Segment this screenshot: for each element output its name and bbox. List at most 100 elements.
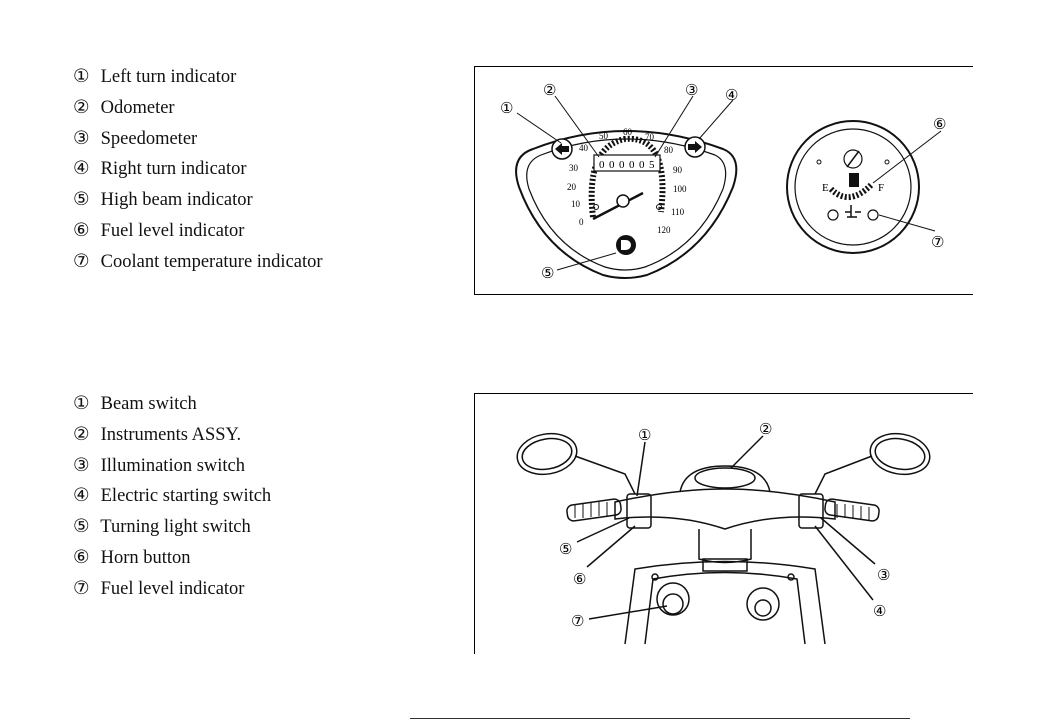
legend-text: Fuel level indicator: [100, 578, 245, 599]
leader-line: [556, 252, 617, 271]
legend-number: ④: [73, 159, 90, 180]
legend-text: Turning light switch: [100, 517, 251, 538]
screw: [593, 204, 599, 210]
legend-text: Left turn indicator: [100, 67, 237, 87]
fuel-full-label: F: [878, 182, 884, 194]
legend-text: Coolant temperature indicator: [100, 251, 323, 272]
legend-item: ③ Illumination switch: [73, 451, 271, 482]
callout-number: ③: [877, 568, 890, 584]
leader-line: [698, 99, 734, 140]
leader-line: [730, 435, 764, 469]
odometer-window: [593, 154, 661, 172]
ignition-lock-key-icon: [754, 599, 772, 617]
legend-item: ⑤ High beam indicator: [73, 185, 323, 216]
fuel-gauge-housing: [786, 120, 920, 254]
right-grip: [824, 498, 880, 522]
speed-tick-label: 30: [569, 163, 579, 173]
legend-text: Illumination switch: [100, 455, 246, 476]
speed-tick-label: 50: [599, 131, 609, 141]
speed-tick-label: 20: [567, 182, 577, 192]
legend-number: ⑥: [73, 547, 90, 568]
legend-item: ⑦ Coolant temperature indicator: [73, 247, 323, 278]
odometer-digit: 0: [609, 159, 615, 171]
fuel-empty-label: E: [822, 182, 829, 194]
callout-number: ⑤: [541, 266, 554, 282]
leader-line: [516, 112, 562, 144]
leader-line: [820, 517, 876, 565]
odometer-digit: 0: [639, 159, 645, 171]
speed-tick-label: 0: [579, 217, 584, 227]
legend-number: ③: [73, 128, 90, 149]
legend-number: ⑤: [73, 190, 90, 211]
odometer-digit: 0: [599, 159, 605, 171]
speed-scale-arc: [588, 135, 666, 218]
leader-line: [554, 95, 600, 158]
legend-text: Right turn indicator: [100, 159, 247, 180]
high-beam-symbol-icon: [621, 240, 631, 250]
right-grip-ridges: [836, 504, 870, 521]
legend-text: Beam switch: [100, 394, 197, 414]
legend-text: Fuel level indicator: [100, 220, 245, 241]
right-mirror: [869, 432, 931, 476]
legend-number: ⑦: [73, 251, 90, 272]
instrument-cluster-drawing: 0 0 0 0 0 5 0 10 20 30 40 50 60 70 80 90…: [500, 83, 946, 282]
handlebar-body: [614, 488, 836, 530]
left-switch-housing: [626, 493, 652, 529]
left-mirror-glass: [521, 437, 573, 471]
legend-text: Electric starting switch: [100, 486, 272, 507]
speedometer-inner-outline: [526, 138, 727, 271]
callout-number: ②: [759, 422, 772, 438]
leader-line: [872, 130, 942, 184]
speed-tick-label: 40: [579, 143, 589, 153]
leader-line: [586, 525, 636, 568]
callout-number: ①: [638, 428, 651, 444]
callout-number: ④: [873, 604, 886, 620]
legend-item: ④ Right turn indicator: [73, 154, 323, 185]
odometer-digit: 5: [649, 159, 655, 171]
speed-tick-label: 70: [645, 132, 655, 142]
right-mirror-stem: [814, 455, 873, 495]
callout-number: ⑥: [573, 572, 586, 588]
leader-line: [588, 605, 668, 620]
speed-tick-label: 60: [623, 127, 633, 137]
screw: [656, 204, 662, 210]
legend-item: ④ Electric starting switch: [73, 481, 271, 512]
leader-line: [576, 517, 630, 543]
fuel-needle-hub: [843, 149, 863, 169]
legend-number: ②: [73, 97, 90, 118]
callout-numbers: ① ② ⑤ ⑥ ③ ④ ⑦: [559, 422, 890, 630]
legend-number: ⑤: [73, 517, 90, 538]
legend-text: Horn button: [100, 547, 191, 568]
odometer-digit: 0: [629, 159, 635, 171]
fuel-filler-cap: [656, 582, 690, 616]
callout-number: ④: [725, 88, 738, 104]
instrument-legend-list: ① Left turn indicator ② Odometer ③ Speed…: [73, 62, 323, 278]
legend-item: ⑤ Turning light switch: [73, 512, 271, 543]
instruments-assy: [694, 467, 756, 489]
body-lip: [702, 558, 748, 572]
needle-hub: [616, 194, 630, 208]
handlebar-drawing: ① ② ⑤ ⑥ ③ ④ ⑦: [516, 422, 931, 645]
speedometer-housing: [515, 130, 738, 279]
callout-number: ⑤: [559, 542, 572, 558]
front-body-panel: [624, 560, 826, 645]
right-mirror-glass: [874, 437, 926, 471]
callout-number: ⑦: [931, 235, 944, 251]
speed-tick-label: 80: [664, 145, 674, 155]
legend-item: ⑥ Fuel level indicator: [73, 216, 323, 247]
leader-line: [636, 441, 646, 497]
odometer-digit: 0: [619, 159, 625, 171]
callout-number: ①: [500, 101, 513, 117]
legend-number: ⑥: [73, 220, 90, 241]
speed-tick-label: 120: [657, 225, 671, 235]
legend-number: ③: [73, 455, 90, 476]
left-arrow-icon: [555, 143, 569, 155]
fuel-scale-arc: [828, 182, 874, 200]
legend-number: ①: [73, 67, 90, 87]
leader-line: [654, 95, 694, 158]
callout-number: ②: [543, 83, 556, 99]
screw: [816, 159, 822, 165]
legend-item: ① Left turn indicator: [73, 62, 323, 93]
leader-line: [878, 214, 936, 232]
screw: [787, 573, 795, 581]
